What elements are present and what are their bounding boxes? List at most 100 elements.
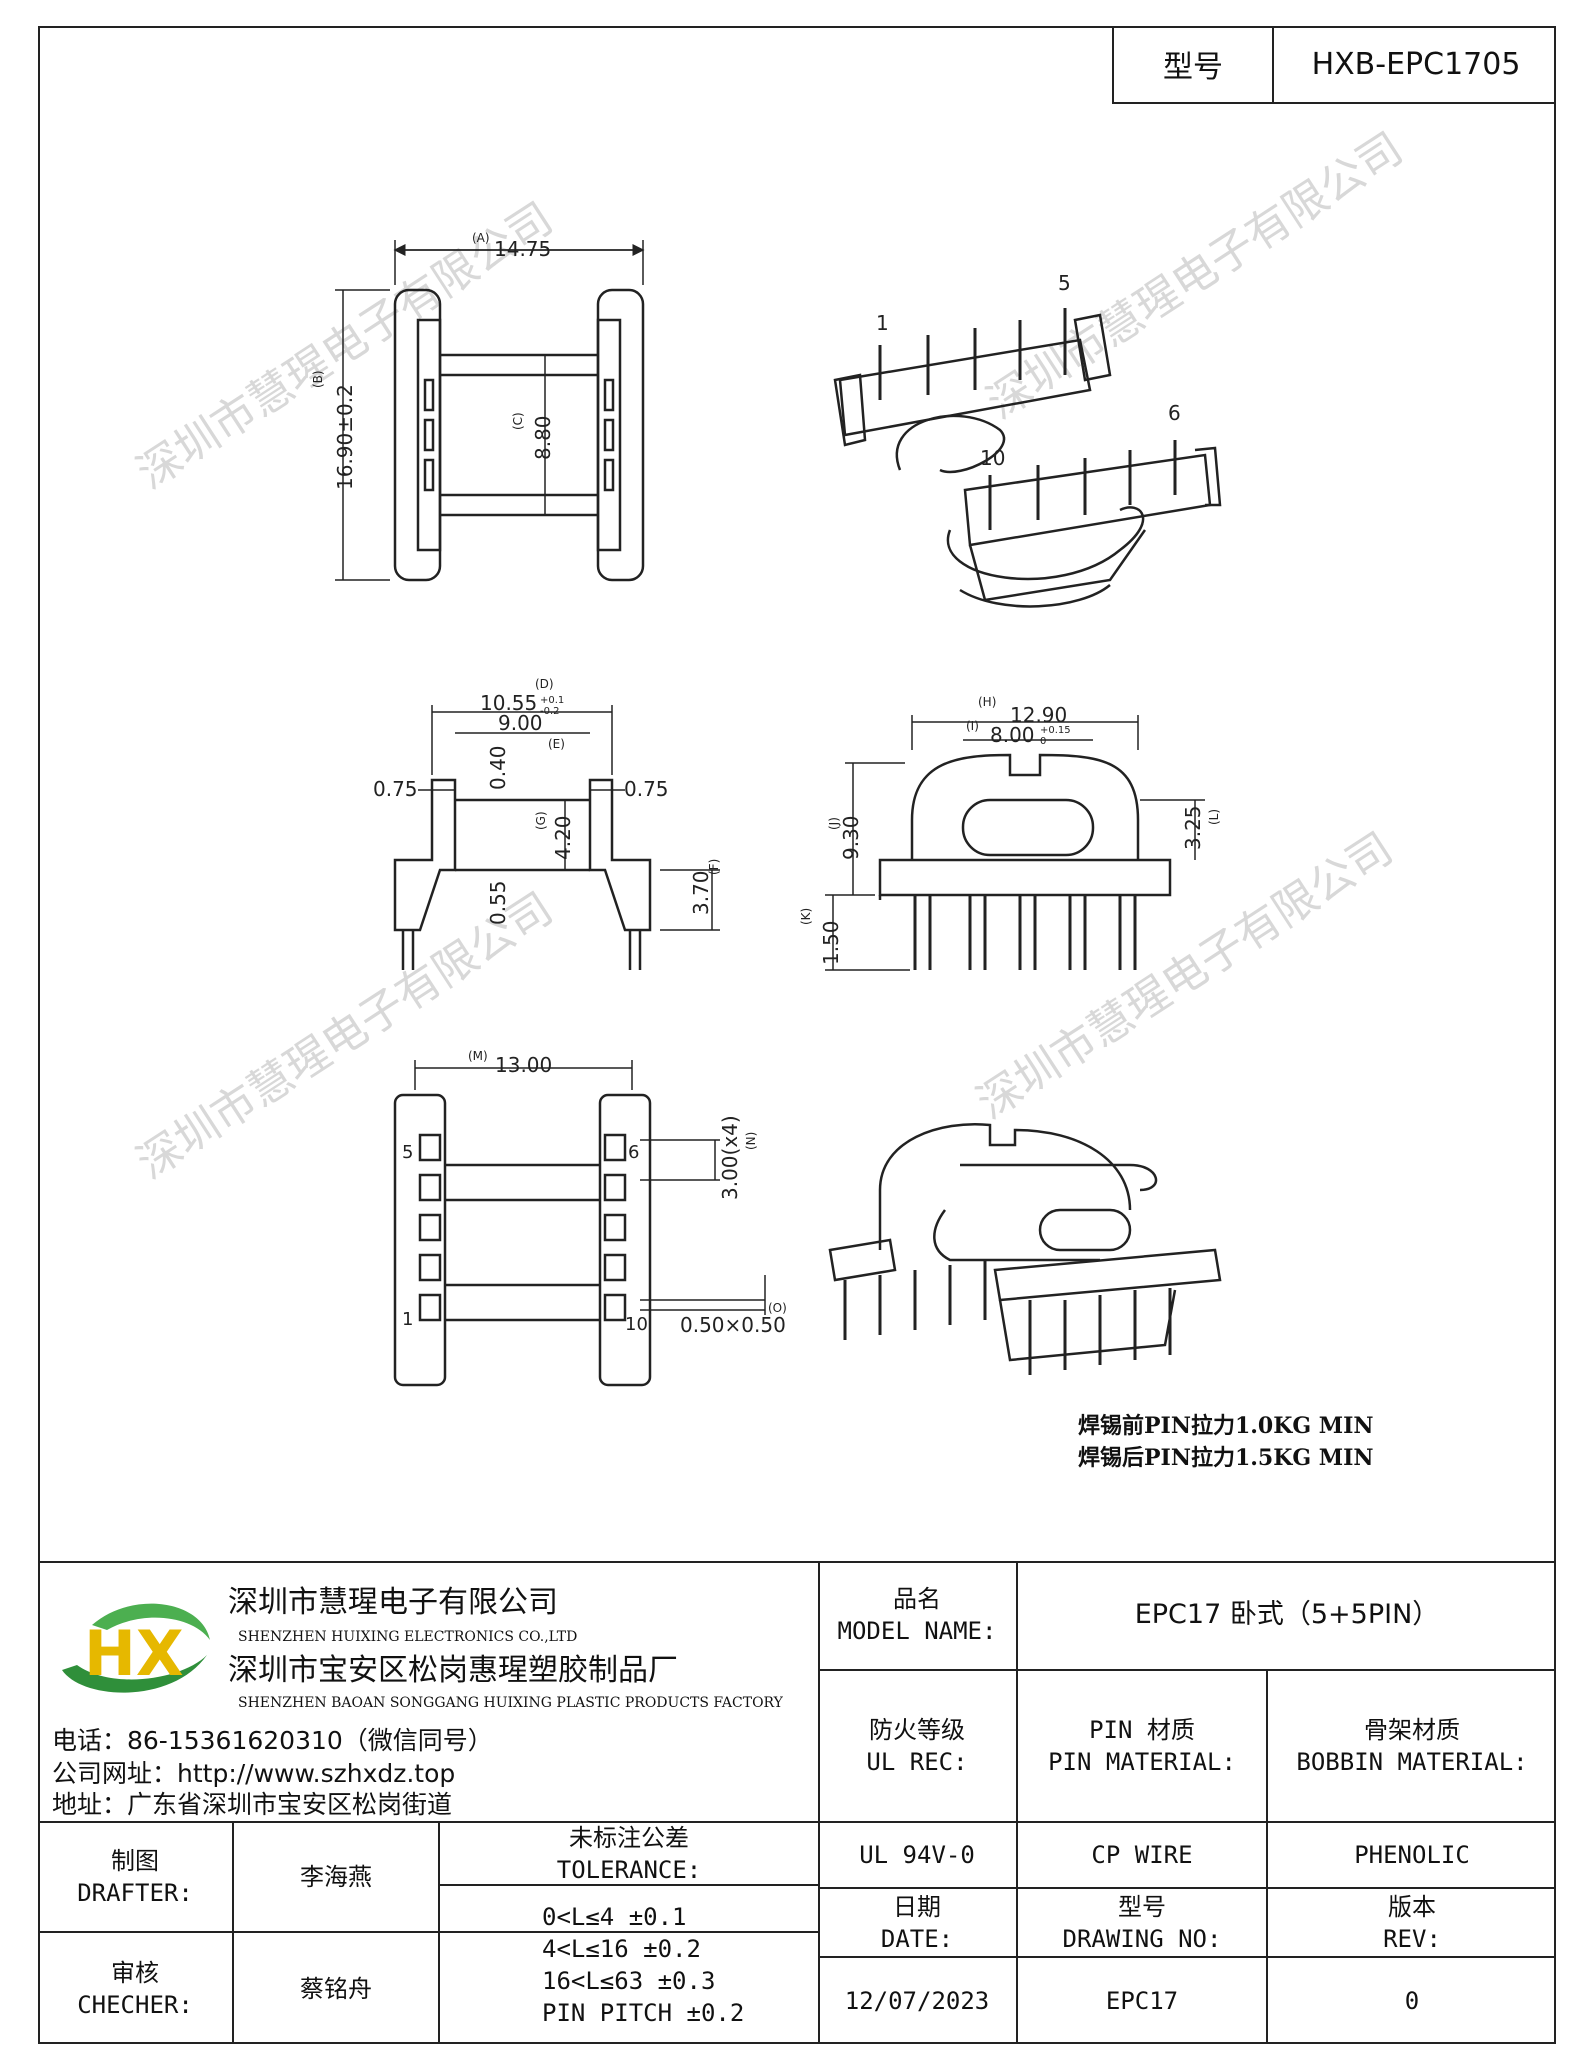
dim-h: 12.90 xyxy=(1010,703,1067,727)
checker-en: CHECHER: xyxy=(77,1990,193,2019)
company-website[interactable]: 公司网址：http://www.szhxdz.top xyxy=(52,1759,456,1788)
dim-f: 3.70 xyxy=(689,870,713,915)
dim-i: 8.00 xyxy=(990,723,1035,747)
model-name-value: EPC17 卧式（5+5PIN） xyxy=(1134,1599,1440,1630)
dim-h-tag: (H) xyxy=(978,695,996,709)
model-label: 型号 xyxy=(1114,26,1274,102)
note-pull-after: 焊锡后PIN拉力1.5KG MIN xyxy=(1078,1445,1374,1471)
iso-pin-1: 1 xyxy=(876,311,889,335)
bobbin-material-value: PHENOLIC xyxy=(1354,1841,1470,1869)
iso-pin-10: 10 xyxy=(980,446,1005,470)
dim-k: 1.50 xyxy=(819,920,843,965)
side-view xyxy=(825,715,1205,971)
drawing-no-cn: 型号 xyxy=(1118,1892,1166,1921)
company-address: 地址：广东省深圳市宝安区松岗街道 xyxy=(52,1790,453,1819)
dim-gap: 0.40 xyxy=(486,745,510,790)
dim-m-tag: (M) xyxy=(468,1049,488,1063)
dim-d: 10.55 xyxy=(480,691,537,715)
dim-l-tag: (L) xyxy=(1207,809,1221,825)
dim-flange-left: 0.75 xyxy=(373,777,418,801)
dim-d-tag: (D) xyxy=(535,677,554,691)
dim-d-tol-plus: +0.1 xyxy=(540,695,564,706)
bobbin-material-en: BOBBIN MATERIAL: xyxy=(1296,1748,1528,1776)
dim-b: 16.90±0.2 xyxy=(333,384,357,490)
rev-value: 0 xyxy=(1404,1987,1420,2015)
dim-c-tag: (C) xyxy=(511,412,525,430)
model-number-box: 型号 HXB-EPC1705 xyxy=(1112,26,1556,104)
company-name-en: SHENZHEN HUIXING ELECTRONICS CO.,LTD xyxy=(238,1629,578,1645)
tolerance-row-2: 4<L≤16 ±0.2 xyxy=(542,1935,701,1963)
dim-e: 9.00 xyxy=(498,711,543,735)
pin-material-en: PIN MATERIAL: xyxy=(1048,1748,1236,1776)
top-view xyxy=(335,240,645,582)
company-phone: 电话：86-15361620310（微信同号） xyxy=(52,1726,493,1755)
drafter-name: 李海燕 xyxy=(300,1863,372,1891)
dim-a: 14.75 xyxy=(494,237,551,261)
logo-letters: HX xyxy=(84,1617,184,1690)
tolerance-row-4: PIN PITCH ±0.2 xyxy=(542,1999,745,2027)
dim-d-tol-minus: -0.2 xyxy=(540,706,560,717)
dim-i-tol-minus: 0 xyxy=(1040,736,1046,747)
drawing-no-en: DRAWING NO: xyxy=(1062,1924,1222,1953)
date-value: 12/07/2023 xyxy=(844,1987,990,2015)
dim-c: 8.80 xyxy=(531,415,555,460)
dim-l: 3.25 xyxy=(1181,805,1205,850)
dim-g: 4.20 xyxy=(551,815,575,860)
dim-pin: 0.50×0.50 xyxy=(680,1313,786,1337)
tolerance-row-1: 0<L≤4 ±0.1 xyxy=(542,1903,687,1931)
dim-j-tag: (J) xyxy=(827,817,841,830)
iso-pin-5: 5 xyxy=(1058,271,1071,295)
company-name-cn: 深圳市慧瑆电子有限公司 xyxy=(228,1585,558,1620)
drawing-no-value: EPC17 xyxy=(1105,1987,1179,2015)
dim-pitch: 3.00(x4) xyxy=(718,1115,742,1200)
tolerance-row-3: 16<L≤63 ±0.3 xyxy=(542,1967,716,1995)
bottom-pin-1: 1 xyxy=(402,1309,413,1330)
dim-k-tag: (K) xyxy=(799,908,813,925)
date-cn: 日期 xyxy=(893,1892,941,1921)
tolerance-en: TOLERANCE: xyxy=(556,1855,702,1884)
company-logo: HX xyxy=(62,1603,210,1693)
iso-pin-6: 6 xyxy=(1168,401,1181,425)
dim-a-tag: (A) xyxy=(472,231,490,245)
dim-m: 13.00 xyxy=(495,1053,552,1077)
isometric-bottom xyxy=(828,1123,1222,1375)
dim-e-tag: (E) xyxy=(548,737,565,751)
factory-name-cn: 深圳市宝安区松岗惠瑆塑胶制品厂 xyxy=(228,1653,678,1688)
watermark-2: 深圳市慧瑆电子有限公司 xyxy=(978,123,1412,429)
drafter-en: DRAFTER: xyxy=(77,1879,193,1907)
dim-bottom: 0.55 xyxy=(486,880,510,925)
front-view xyxy=(393,705,720,970)
ul-label: 防火等级 UL REC: xyxy=(818,1671,1016,1821)
pin-material-cn: PIN 材质 xyxy=(1089,1716,1195,1744)
rev-label: 版本 REV: xyxy=(1268,1889,1556,1956)
bottom-pin-10: 10 xyxy=(625,1314,648,1335)
dim-j: 9.30 xyxy=(839,815,863,860)
ul-en: UL REC: xyxy=(866,1748,968,1776)
dim-pin-tag: (O) xyxy=(768,1301,787,1315)
checker-name: 蔡铭舟 xyxy=(300,1974,372,2003)
dim-i-tol-plus: +0.15 xyxy=(1040,725,1071,736)
dim-pitch-tag: (N) xyxy=(744,1132,758,1150)
watermarks: 深圳市慧瑆电子有限公司 深圳市慧瑆电子有限公司 深圳市慧瑆电子有限公司 深圳市慧… xyxy=(128,123,1412,1189)
bobbin-material-label: 骨架材质 BOBBIN MATERIAL: xyxy=(1268,1671,1556,1821)
rev-cn: 版本 xyxy=(1388,1892,1436,1921)
model-value: HXB-EPC1705 xyxy=(1311,46,1521,82)
ul-cn: 防火等级 xyxy=(869,1716,965,1744)
ul-value: UL 94V-0 xyxy=(859,1841,975,1869)
tolerance-label: 未标注公差 TOLERANCE: xyxy=(440,1823,818,1884)
dim-i-tag: (I) xyxy=(966,719,979,733)
pin-material-label: PIN 材质 PIN MATERIAL: xyxy=(1018,1671,1266,1821)
bottom-view xyxy=(393,1060,766,1387)
rev-en: REV: xyxy=(1383,1924,1441,1953)
watermark-3: 深圳市慧瑆电子有限公司 xyxy=(128,883,562,1189)
model-name-cn: 品名 xyxy=(893,1585,941,1613)
note-pull-before: 焊锡前PIN拉力1.0KG MIN xyxy=(1078,1413,1374,1439)
drawing-frame xyxy=(38,26,1556,2044)
technical-drawing: 深圳市慧瑆电子有限公司 深圳市慧瑆电子有限公司 深圳市慧瑆电子有限公司 深圳市慧… xyxy=(128,123,1412,1387)
dim-f-tag: (F) xyxy=(707,859,721,875)
date-en: DATE: xyxy=(880,1924,954,1953)
bobbin-material-cn: 骨架材质 xyxy=(1364,1716,1460,1744)
checker-cn: 审核 xyxy=(111,1958,159,1987)
dim-flange-right: 0.75 xyxy=(624,777,669,801)
date-label: 日期 DATE: xyxy=(818,1889,1016,1956)
